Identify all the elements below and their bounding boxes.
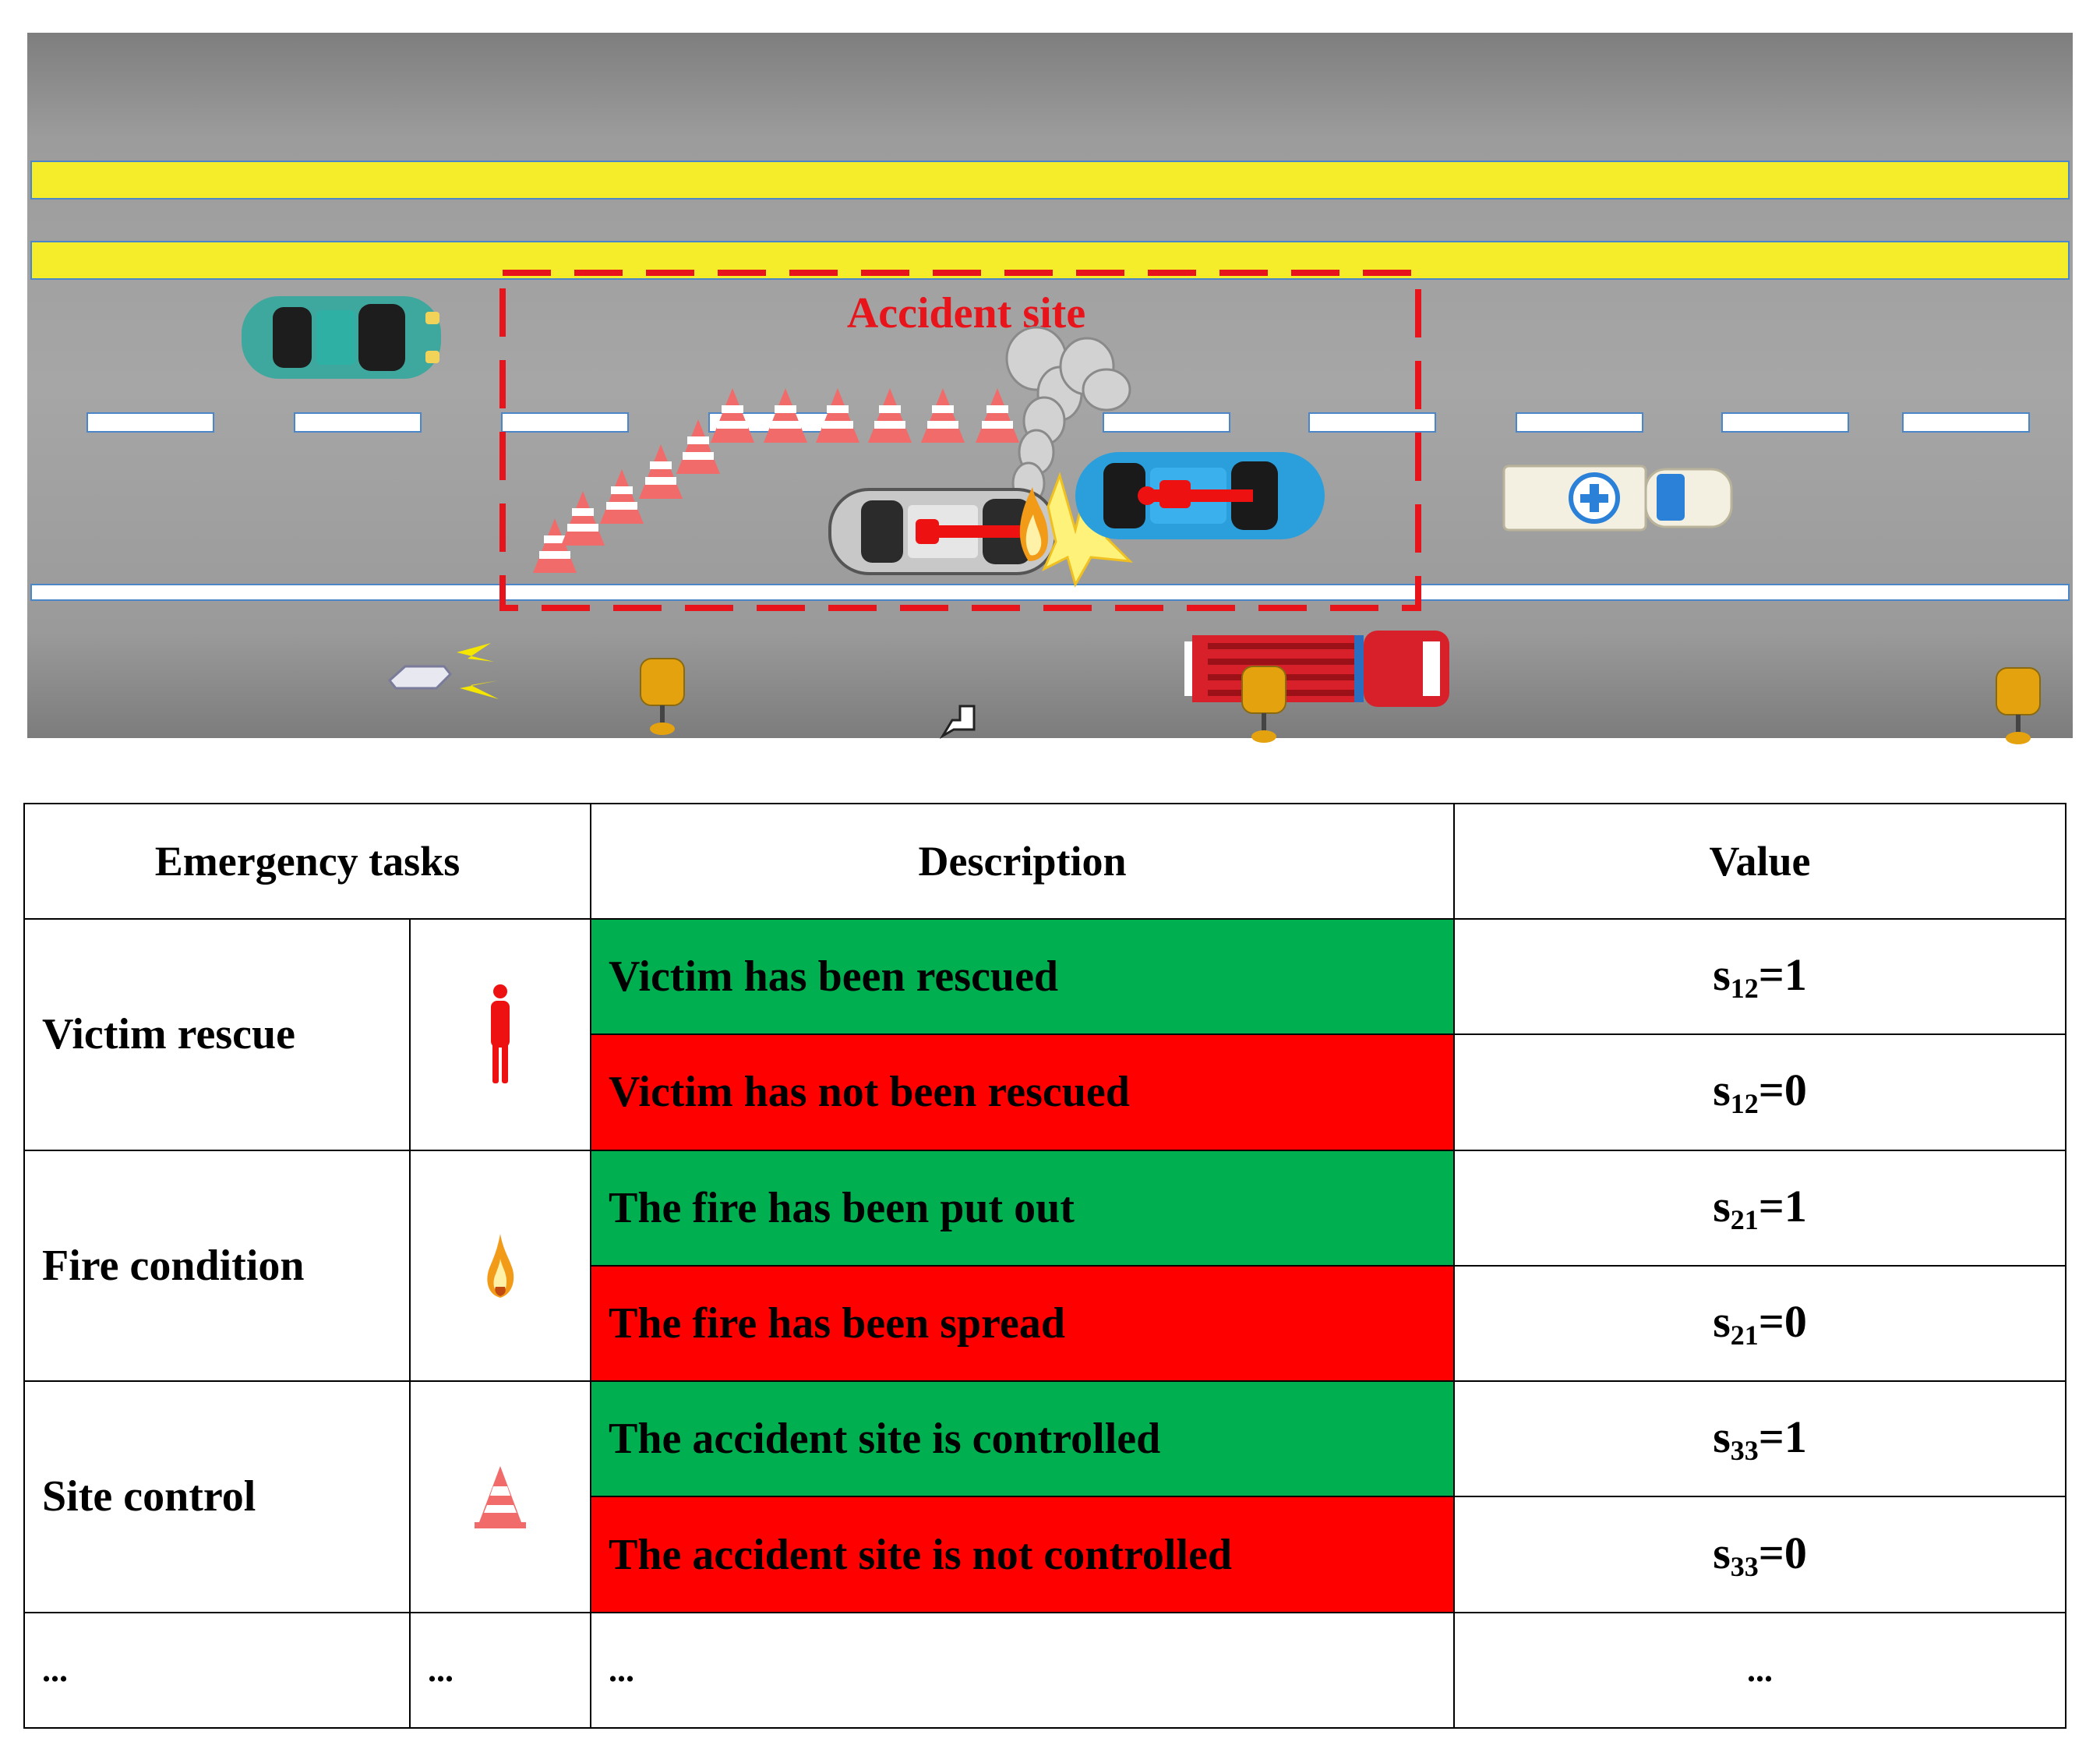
- value-cell: s33=0: [1453, 1496, 2067, 1613]
- task-icon-cell: [408, 1380, 592, 1613]
- lane-dashes: [86, 412, 2030, 433]
- value-cell: s12=0: [1453, 1033, 2067, 1151]
- table-row: Victim rescue Victim has been rescued s1…: [23, 917, 2067, 1151]
- description-cell: The accident site is not controlled: [590, 1496, 1456, 1613]
- value-subscript: 33: [1730, 1435, 1759, 1467]
- blue-car: [1075, 452, 1325, 539]
- roadside-sensor-2: [1241, 666, 1286, 743]
- teal-car: [242, 296, 441, 379]
- task-icon-cell: [408, 918, 592, 1151]
- ellipsis-cell: ...: [408, 1611, 592, 1730]
- value-number: =0: [1758, 1295, 1807, 1347]
- value-number: =1: [1758, 949, 1807, 1001]
- header-description: Description: [590, 803, 1456, 920]
- header-emergency-tasks: Emergency tasks: [23, 803, 592, 920]
- hand-icon: [939, 705, 976, 740]
- value-var: s: [1713, 1527, 1731, 1578]
- fire-truck: [1184, 631, 1449, 707]
- value-subscript: 12: [1730, 973, 1759, 1005]
- value-number: =0: [1758, 1527, 1807, 1578]
- table-row: Victim has not been rescued s12=0: [24, 1033, 2067, 1151]
- value-number: =1: [1758, 1412, 1807, 1463]
- value-var: s: [1713, 949, 1731, 1001]
- description-cell: Victim has been rescued: [590, 917, 1456, 1036]
- ambulance: [1502, 465, 1733, 532]
- value-var: s: [1713, 1412, 1731, 1463]
- person-icon: [491, 984, 510, 1084]
- smoke: [1005, 326, 1131, 505]
- task-victim-rescue: Victim rescue: [23, 918, 411, 1151]
- description-cell: The fire has been spread: [590, 1264, 1456, 1383]
- value-cell: s21=0: [1453, 1264, 2067, 1383]
- wireless-node: [387, 643, 499, 699]
- value-subscript: 21: [1730, 1203, 1759, 1235]
- description-cell: The accident site is controlled: [590, 1380, 1456, 1498]
- roadside-sensor-1: [640, 658, 685, 735]
- value-subscript: 12: [1730, 1088, 1759, 1120]
- value-var: s: [1713, 1180, 1731, 1231]
- table-row: The fire has been spread s21=0: [24, 1264, 2067, 1383]
- value-cell: s33=1: [1453, 1380, 2067, 1498]
- edge-line: [30, 584, 2070, 601]
- task-fire-condition: Fire condition: [23, 1149, 411, 1383]
- fire-explosion: [1019, 467, 1134, 588]
- emergency-task-table: Emergency tasks Description Value Victim…: [23, 803, 2067, 1730]
- table-row: Fire condition The fire has been put out…: [23, 1149, 2067, 1383]
- task-site-control: Site control: [23, 1380, 411, 1613]
- value-number: =1: [1758, 1180, 1807, 1231]
- description-cell: Victim has not been rescued: [590, 1033, 1456, 1151]
- table-row: Site control The accident site is contro…: [23, 1380, 2067, 1613]
- value-var: s: [1713, 1295, 1731, 1347]
- value-subscript: 33: [1730, 1550, 1759, 1582]
- accident-boundary: [499, 270, 1421, 611]
- ellipsis-cell: ...: [590, 1611, 1456, 1730]
- traffic-cones: [533, 388, 1019, 573]
- value-var: s: [1713, 1065, 1731, 1116]
- value-subscript: 21: [1730, 1319, 1759, 1351]
- description-cell: The fire has been put out: [590, 1149, 1456, 1267]
- table-row: The accident site is not controlled s33=…: [24, 1496, 2067, 1613]
- ellipsis-row: ... ... ... ...: [23, 1611, 2067, 1730]
- ellipsis-cell: ...: [23, 1611, 411, 1730]
- accident-scene: Accident site: [27, 33, 2073, 744]
- roadside-sensor-3: [1996, 667, 2041, 744]
- value-cell: s12=1: [1453, 917, 2067, 1036]
- yellow-line-top: [30, 161, 2070, 200]
- fire-icon: [487, 1233, 514, 1298]
- task-icon-cell: [408, 1149, 592, 1383]
- cone-icon: [475, 1466, 526, 1529]
- value-number: =0: [1758, 1065, 1807, 1116]
- value-cell: s21=1: [1453, 1149, 2067, 1267]
- ellipsis-cell: ...: [1453, 1611, 2067, 1730]
- silver-car: [828, 488, 1057, 575]
- table-header-row: Emergency tasks Description Value: [23, 803, 2067, 920]
- header-value: Value: [1453, 803, 2067, 920]
